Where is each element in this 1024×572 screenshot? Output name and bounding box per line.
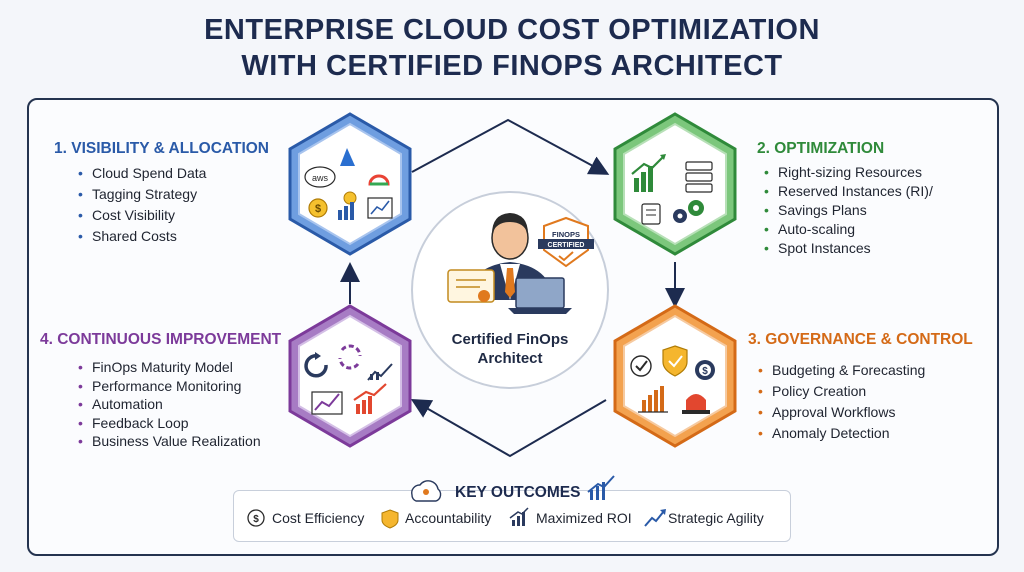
svg-text:FINOPS: FINOPS [552,230,580,239]
growth-chart-icon [631,154,666,192]
dollar-coin-icon [308,198,328,218]
list-item: Automation [76,395,261,414]
section-4-list: FinOps Maturity Model Performance Monito… [76,358,261,451]
team-cloud-icon [411,480,442,502]
section-2-list: Right-sizing Resources Reserved Instance… [762,163,933,258]
center-label-line2: Architect [477,350,543,367]
svg-text:$: $ [253,514,259,525]
document-icon [641,203,661,225]
azure-logo-icon [340,148,355,166]
list-item: Cost Visibility [76,205,206,226]
key-outcomes-title: KEY OUTCOMES [455,484,581,501]
server-stack-icon [685,161,713,193]
center-label-line1: Certified FinOps [451,331,569,348]
list-item: Feedback Loop [76,414,261,433]
laptop-icon [508,277,572,314]
section-3-list: Budgeting & Forecasting Policy Creation … [756,360,925,444]
arrow-3-to-4 [410,399,607,458]
aws-logo-icon: aws [304,166,336,188]
section-4-title: 4. CONTINUOUS IMPROVEMENT [40,331,282,348]
outcome-accountability: Accountability [405,510,492,526]
hexagon-visibility: aws $ [288,112,412,256]
svg-text:$: $ [315,203,321,215]
refresh-cycle-icon [304,352,328,378]
center-label: Certified FinOps Architect [430,330,590,368]
finops-certified-badge: FINOPS CERTIFIED [538,216,594,268]
svg-text:aws: aws [312,173,329,183]
section-1-title: 1. VISIBILITY & ALLOCATION [54,140,270,157]
line-chart-icon [367,197,393,219]
list-item: FinOps Maturity Model [76,358,261,377]
chart-trend-icon [587,475,615,500]
outcome-cost-efficiency: Cost Efficiency [272,510,365,526]
line-chart-icon [311,391,343,415]
list-item: Budgeting & Forecasting [756,360,925,381]
key-outcomes-box [233,490,791,542]
list-item: Spot Instances [762,239,933,258]
gears-icon [673,200,704,223]
list-item: Auto-scaling [762,220,933,239]
growth-chart-icon [353,383,387,414]
checkmark-icon [630,355,652,377]
sync-arrows-icon [338,344,362,370]
shield-icon [662,345,688,377]
trend-chart-icon [367,363,393,381]
list-item: Business Value Realization [76,432,261,451]
section-2-title: 2. OPTIMIZATION [757,140,885,157]
list-item: Tagging Strategy [76,184,206,205]
cycle-connectors [340,118,685,458]
list-item: Right-sizing Resources [762,163,933,182]
outcome-maximized-roi: Maximized ROI [536,510,632,526]
dollar-gear-icon: $ [695,360,715,380]
section-3-title: 3. GOVERNANCE & CONTROL [748,331,973,348]
list-item: Reserved Instances (RI)/ [762,182,933,201]
certificate-icon [447,269,495,303]
shield-icon [381,509,399,529]
list-item: Savings Plans [762,201,933,220]
page-title-line1: ENTERPRISE CLOUD COST OPTIMIZATION [204,14,820,46]
dollar-icon: $ [247,509,265,527]
trend-arrow-icon [644,509,666,527]
list-item: Approval Workflows [756,402,925,423]
hexagon-governance: $ [613,304,737,448]
bar-chart-icon [338,202,354,220]
list-item: Shared Costs [76,226,206,247]
list-item: Cloud Spend Data [76,163,206,184]
hexagon-optimization [613,112,737,256]
page-title-line2: WITH CERTIFIED FINOPS ARCHITECT [241,50,783,82]
alarm-icon [682,394,710,414]
list-item: Performance Monitoring [76,377,261,396]
list-item: Anomaly Detection [756,423,925,444]
svg-text:$: $ [702,366,708,377]
arrow-1-to-2 [411,118,610,175]
bar-chart-icon [638,386,668,413]
chart-icon [509,507,529,526]
outcome-strategic-agility: Strategic Agility [668,510,764,526]
section-1-list: Cloud Spend Data Tagging Strategy Cost V… [76,163,206,247]
svg-text:CERTIFIED: CERTIFIED [548,242,585,249]
hexagon-continuous-improvement [288,304,412,448]
list-item: Policy Creation [756,381,925,402]
